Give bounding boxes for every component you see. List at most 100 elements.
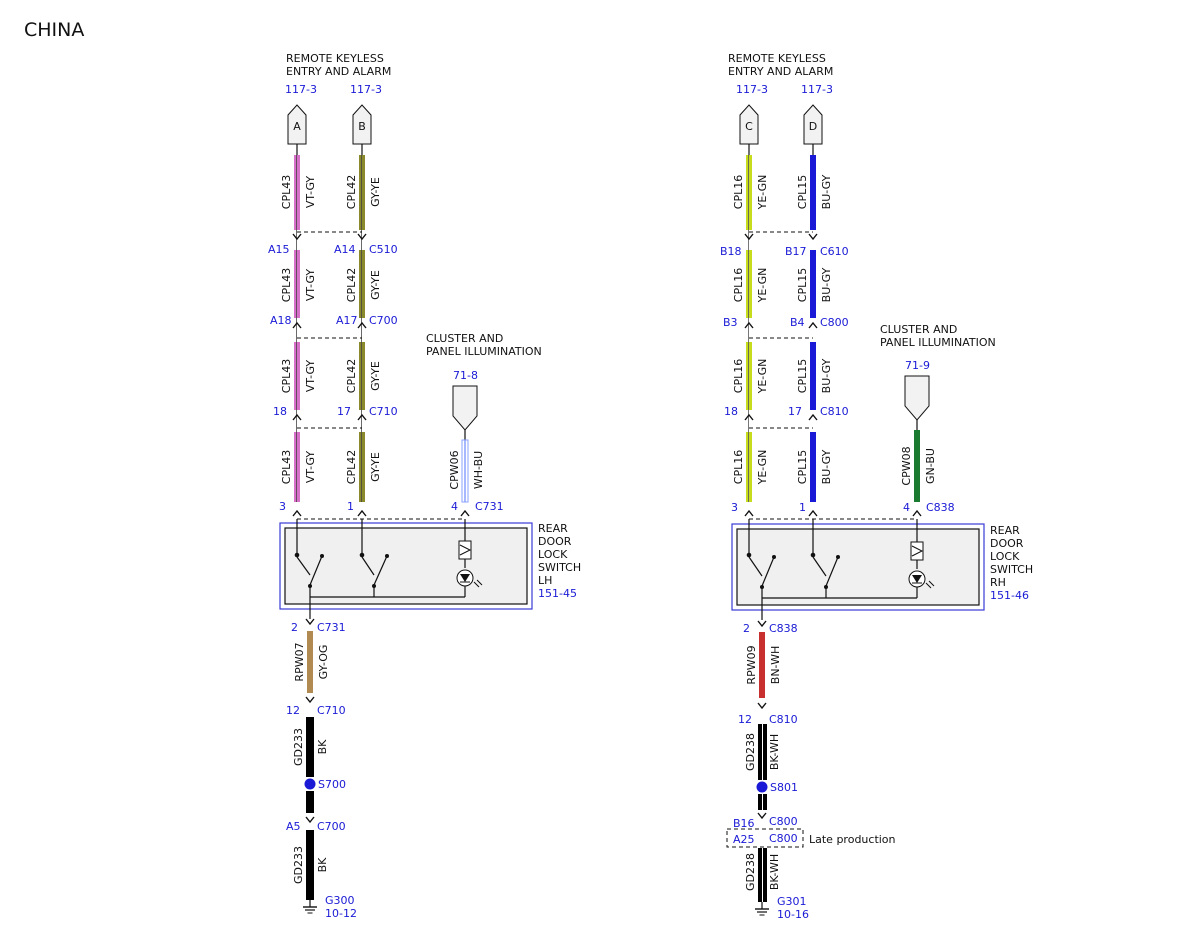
right-illum-connector [904, 375, 930, 421]
left-w2-color-1: GY-YE [369, 177, 382, 207]
right-w2-circuit-2: CPL15 [796, 268, 809, 302]
right-source-page-c: 117-3 [736, 83, 768, 96]
right-w5-circuit-1: GD238 [744, 733, 757, 771]
right-source-title-1: REMOTE KEYLESS [728, 52, 826, 65]
left-wire-cpl43-seg1 [294, 155, 300, 230]
left-c700-out-pin: A5 [286, 820, 301, 833]
left-ground-page: 10-12 [325, 907, 357, 920]
left-source-page-a: 117-3 [285, 83, 317, 96]
left-switch-body [284, 527, 528, 605]
right-w1-circuit-4: CPL16 [732, 450, 745, 484]
left-wire-cpl43-seg3 [294, 342, 300, 410]
right-wire-cpw08 [914, 430, 920, 502]
right-connector-d-label: D [809, 120, 817, 133]
right-circuit: REMOTE KEYLESS ENTRY AND ALARM 117-3 117… [720, 52, 1033, 921]
left-out-pin: 2 [291, 621, 298, 634]
left-w1-color-1: VT-GY [304, 176, 317, 209]
right-w1-color-1: YE-GN [756, 175, 769, 211]
right-wire-cpl15-seg3 [810, 342, 816, 410]
right-c800-pin1: B3 [723, 316, 738, 329]
left-w2-color-3: GY-YE [369, 361, 382, 391]
right-w5-circuit-2: GD238 [744, 853, 757, 891]
left-wire-cpl42-seg2 [359, 250, 365, 318]
right-switch-title-3: LOCK [990, 550, 1020, 563]
right-w4-circuit: RPW09 [745, 645, 758, 684]
right-w2-color-1: BU-GY [820, 174, 833, 209]
right-late-note: Late production [809, 833, 896, 846]
right-w2-circuit-4: CPL15 [796, 450, 809, 484]
left-w3-color: WH-BU [472, 451, 485, 489]
right-w2-circuit-3: CPL15 [796, 359, 809, 393]
left-source-page-b: 117-3 [350, 83, 382, 96]
left-connector-b [352, 104, 372, 145]
right-switch-body [736, 528, 980, 606]
right-wire-cpl15-seg2 [810, 250, 816, 318]
left-c700-pin2: A17 [336, 314, 358, 327]
right-source-title-2: ENTRY AND ALARM [728, 65, 833, 78]
left-c510-pin1: A15 [268, 243, 290, 256]
left-switch-title-2: DOOR [538, 535, 572, 548]
right-late-pin: A25 [733, 833, 755, 846]
right-source-page-d: 117-3 [801, 83, 833, 96]
left-w2-circuit-4: CPL42 [345, 450, 358, 484]
right-ground-name: G301 [777, 895, 807, 908]
left-wire-cpl42-seg1 [359, 155, 365, 230]
left-w4-circuit: RPW07 [293, 642, 306, 681]
left-c710-name: C710 [369, 405, 398, 418]
right-switch-pin-4: 4 [903, 501, 910, 514]
left-connector-a [287, 104, 307, 145]
right-late-name: C800 [769, 832, 798, 845]
left-switch-page: 151-45 [538, 587, 577, 600]
left-splice-dot [304, 778, 316, 790]
right-switch-page: 151-46 [990, 589, 1029, 602]
right-ground-page: 10-16 [777, 908, 809, 921]
left-w2-circuit-3: CPL42 [345, 359, 358, 393]
right-out-pin: 2 [743, 622, 750, 635]
right-wire-cpl16-seg4 [746, 432, 752, 502]
left-wire-cpl42-seg4 [359, 432, 365, 502]
left-switch-title-5: LH [538, 574, 552, 587]
left-c510-pin2: A14 [334, 243, 356, 256]
right-out-connector: C838 [769, 622, 798, 635]
left-w3-circuit: CPW06 [448, 450, 461, 489]
right-wire-rpw09 [759, 632, 765, 698]
right-splice-label: S801 [770, 781, 798, 794]
left-wire-cpl43-seg2 [294, 250, 300, 318]
right-illum-title-2: PANEL ILLUMINATION [880, 336, 996, 349]
left-c700-name: C700 [369, 314, 398, 327]
right-wire-cpl15-seg1 [810, 155, 816, 230]
left-w1-color-2: VT-GY [304, 269, 317, 302]
right-wire-gd238-seg1 [758, 724, 767, 780]
right-c800-name: C800 [820, 316, 849, 329]
right-wire-cpl16-seg3 [746, 342, 752, 410]
left-w2-circuit-1: CPL42 [345, 175, 358, 209]
right-c810-pin2: 17 [788, 405, 802, 418]
right-illum-page: 71-9 [905, 359, 930, 372]
right-wire-cpl16-seg1 [746, 155, 752, 230]
right-connector-c-label: C [745, 120, 753, 133]
left-switch-title-1: REAR [538, 522, 568, 535]
left-c700-out-name: C700 [317, 820, 346, 833]
right-w5-color-2: BK-WH [768, 854, 781, 890]
right-wire-cpl15-seg4 [810, 432, 816, 502]
left-c710-pin1: 18 [273, 405, 287, 418]
right-switch-connector: C838 [926, 501, 955, 514]
left-illum-title-1: CLUSTER AND [426, 332, 503, 345]
left-w2-color-4: GY-YE [369, 452, 382, 482]
left-source-title-2: ENTRY AND ALARM [286, 65, 391, 78]
right-connector-d [803, 104, 823, 145]
left-w5-color-1: BK [316, 739, 329, 755]
right-w1-circuit-1: CPL16 [732, 175, 745, 209]
left-w2-circuit-2: CPL42 [345, 268, 358, 302]
left-wire-cpl43-seg4 [294, 432, 300, 502]
left-c710-out-name: C710 [317, 704, 346, 717]
right-switch-title-5: RH [990, 576, 1006, 589]
right-w3-color: GN-BU [924, 448, 937, 484]
right-c810-pin1: 18 [724, 405, 738, 418]
left-switch-pin-4: 4 [451, 500, 458, 513]
right-w4-color: BN-WH [769, 646, 782, 684]
right-splice-dot [756, 781, 768, 793]
left-wire-rpw07 [307, 631, 313, 693]
left-illum-connector [452, 385, 478, 431]
left-wire-gd233-seg1 [306, 717, 314, 777]
